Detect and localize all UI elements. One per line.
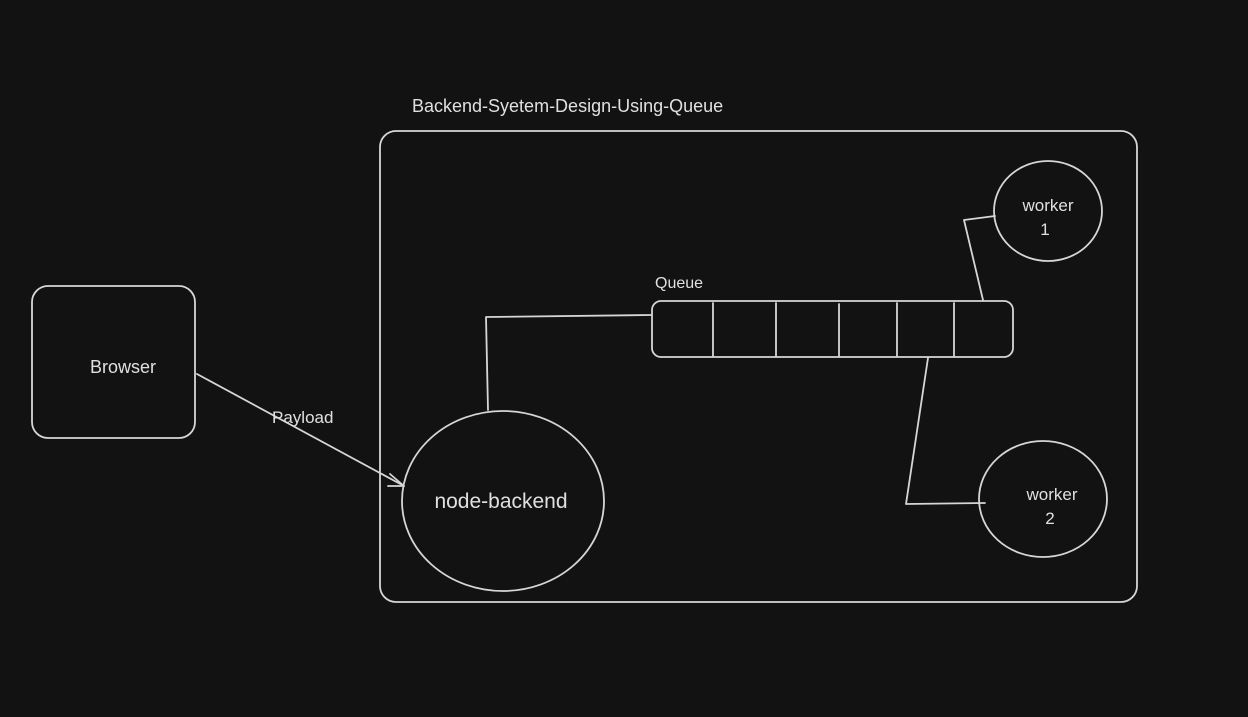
browser-node[interactable]: Browser [31, 285, 196, 439]
queue-worker1-connector [963, 215, 996, 301]
browser-label: Browser [90, 357, 156, 377]
queue[interactable] [651, 300, 1014, 358]
system-container[interactable] [379, 130, 1138, 603]
worker-2-label: worker [1025, 485, 1077, 504]
worker-1-label: worker [1021, 196, 1073, 215]
container-title: Backend-Syetem-Design-Using-Queue [412, 96, 723, 116]
worker-1-node[interactable]: worker 1 [993, 160, 1103, 262]
queue-worker2-connector [905, 357, 986, 505]
backend-queue-connector [485, 314, 652, 411]
payload-arrow[interactable] [196, 373, 405, 487]
node-backend-node[interactable]: node-backend [401, 410, 605, 592]
queue-label: Queue [655, 275, 703, 292]
worker-2-node[interactable]: worker 2 [978, 440, 1108, 558]
worker-1-number: 1 [1040, 220, 1049, 239]
payload-label: Payload [272, 408, 333, 427]
worker-2-number: 2 [1045, 509, 1054, 528]
node-backend-label: node-backend [434, 490, 567, 513]
